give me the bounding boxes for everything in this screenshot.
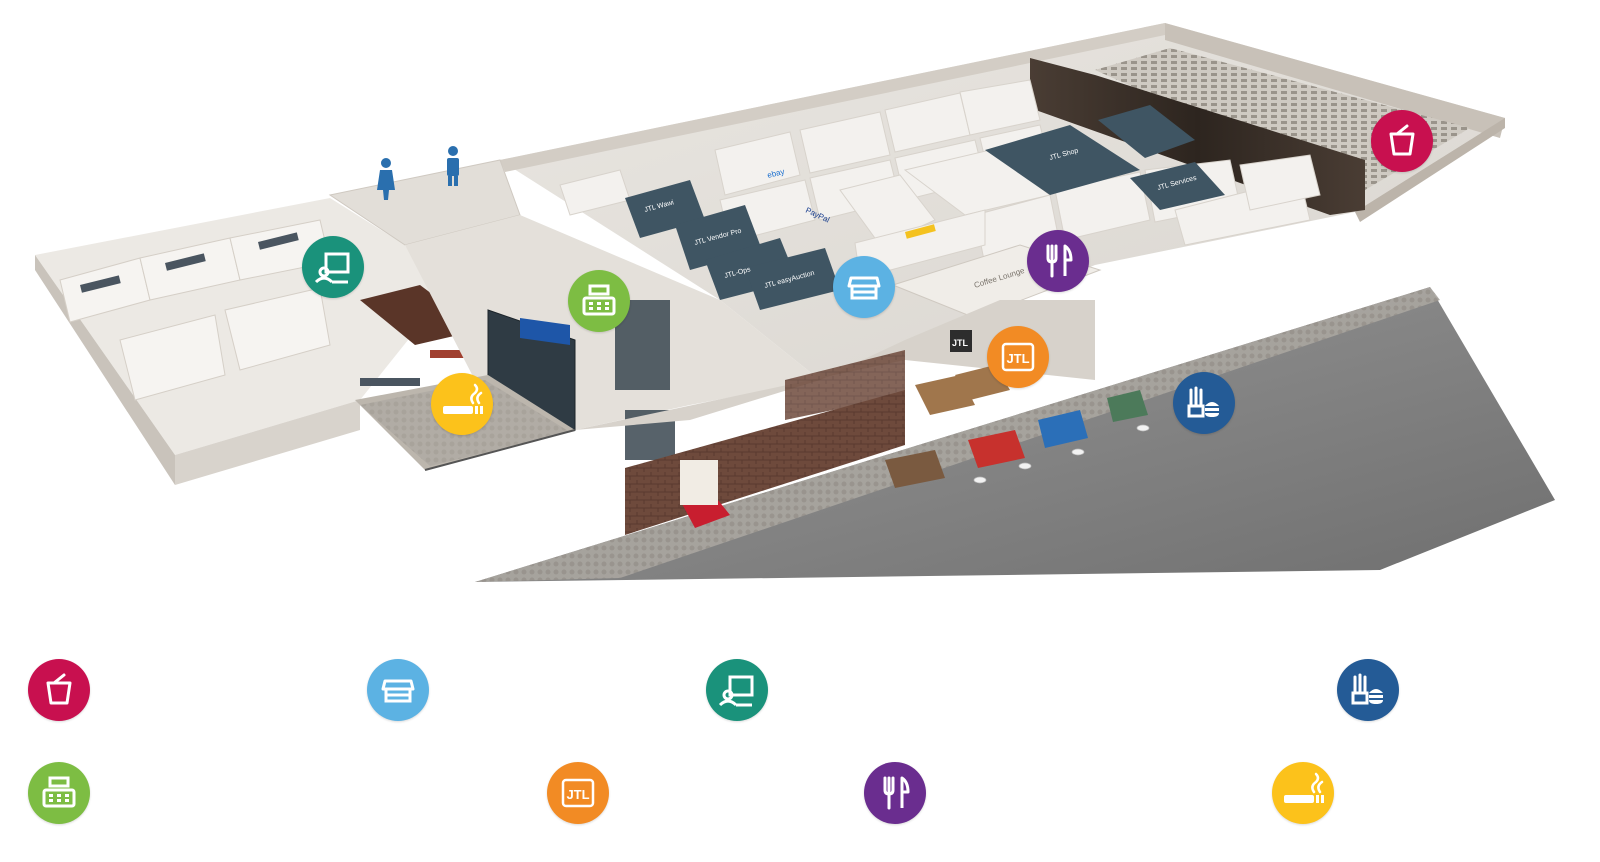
food-truck-red [968,430,1025,468]
store-front-icon [847,276,881,300]
jtl-logo-icon: JTL [1001,342,1035,372]
store-front-icon [381,679,415,703]
smoking-marker[interactable] [431,373,493,435]
jtl-marker[interactable]: JTL [987,326,1049,388]
food-truck-green [1107,390,1148,422]
cigarette-icon [1284,772,1324,803]
store-marker[interactable] [833,256,895,318]
main-hall-right-wall [1165,23,1505,138]
fork-knife-icon [1046,244,1073,278]
food-truck-blue [1038,410,1088,448]
jtl-wall-sign-bg [950,330,972,352]
lounge-cup-icon [1389,124,1415,156]
presentation-board-icon [314,252,350,284]
main-hall-front-edge [1355,118,1505,222]
legend-presentation[interactable] [706,659,768,721]
jtl-logo-icon: JTL [561,778,595,808]
cashier-marker[interactable] [568,270,630,332]
legend-lounge[interactable] [28,659,90,721]
food-truck-brown [885,450,945,488]
food-truck-marker[interactable] [1173,372,1235,434]
food-truck-icon [1187,386,1219,418]
food-trucks [885,390,1148,488]
brick-arch-wall [785,350,905,420]
legend-cashier[interactable] [28,762,90,824]
restaurant-marker[interactable] [1027,230,1089,292]
jtl-booths: JTL Wawi JTL Vendor Pro JTL-Ops JTL easy… [625,105,1225,310]
food-truck-icon [1351,673,1383,705]
yellow-banner [905,224,936,239]
outdoor-benches [915,365,1010,415]
booth-ebay-label: ebay [766,167,785,180]
legend-food-truck[interactable] [1337,659,1399,721]
left-building-front-wall [175,400,360,485]
jtl-wall-sign: JTL [952,338,969,348]
cigarette-icon [443,383,483,414]
lounge-marker[interactable] [1371,110,1433,172]
presentation-marker[interactable] [302,236,364,298]
presentation-board-icon [718,675,754,707]
cash-register-icon [42,776,76,808]
main-hall-back-wall [500,23,1165,172]
legend-restaurant[interactable] [864,762,926,824]
restroom-person-icon-female [447,146,459,186]
terrace-railing [424,429,576,471]
legend-jtl[interactable]: JTL [547,762,609,824]
legend-jtl-text: JTL [566,787,589,802]
office-room-walls [59,219,331,401]
cash-register-icon [582,284,616,316]
exhibition-booths [559,79,1321,279]
legend-store[interactable] [367,659,429,721]
reception-counter [520,318,570,345]
restroom-person-icon-male [377,158,395,200]
lounge-cup-icon [46,673,72,705]
jtl-marker-text: JTL [1006,351,1029,366]
fork-knife-icon [883,776,910,810]
legend-smoking[interactable] [1272,762,1334,824]
